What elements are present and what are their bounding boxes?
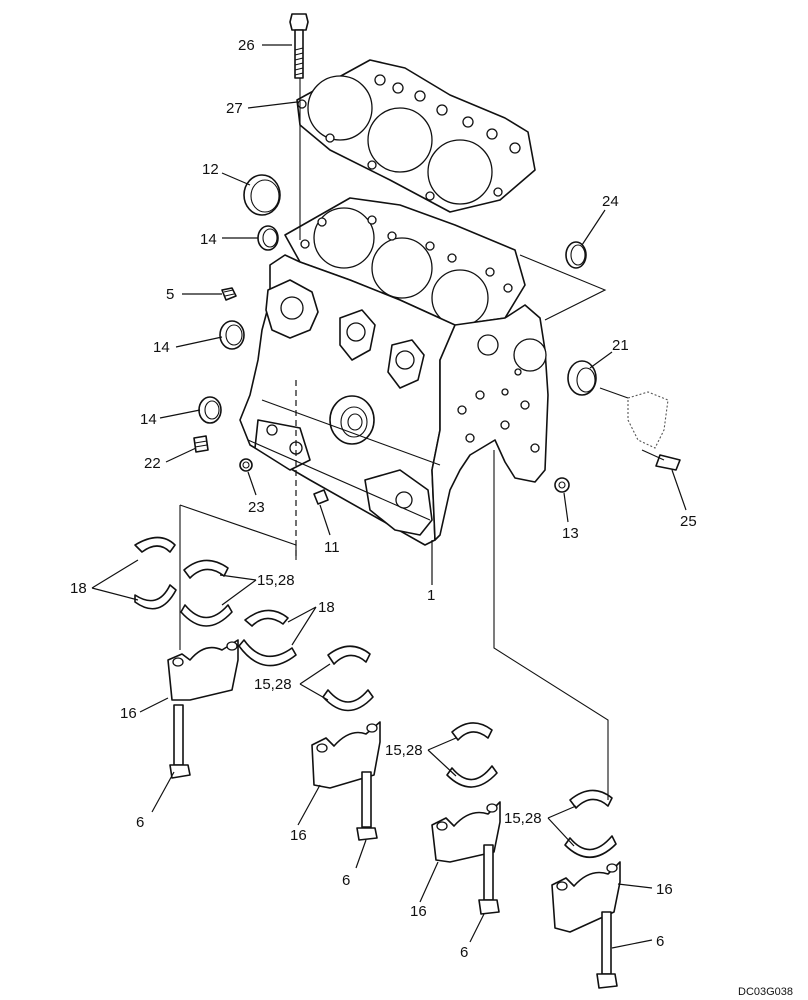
callout-22: 22 xyxy=(144,455,161,472)
callout-6-c: 6 xyxy=(460,944,468,961)
callout-11: 11 xyxy=(324,539,340,556)
bearing-cap-16-a xyxy=(167,639,239,701)
nut-23 xyxy=(239,458,253,472)
callout-21: 21 xyxy=(612,337,629,354)
callout-24: 24 xyxy=(602,193,619,210)
callout-labels: 26 27 12 14 24 5 14 21 14 22 23 25 11 13… xyxy=(70,37,793,998)
oil-seal-21 xyxy=(567,360,597,396)
plug-14-middle xyxy=(219,320,245,350)
assembly-lines xyxy=(179,78,629,800)
bearing-15-28-a xyxy=(180,559,233,627)
callout-15-28-b: 15,28 xyxy=(254,676,292,693)
bearing-15-28-b xyxy=(322,645,374,712)
cap-bolt-6-b xyxy=(356,771,378,841)
callout-1: 1 xyxy=(427,587,435,604)
nut-13 xyxy=(554,477,570,493)
leader-lines xyxy=(91,44,687,949)
callout-14-lower: 14 xyxy=(140,411,157,428)
callout-15-28-a: 15,28 xyxy=(257,572,295,589)
thrust-washer-18-left xyxy=(134,536,177,610)
head-gasket-27 xyxy=(296,59,536,213)
plug-11 xyxy=(313,489,329,505)
callout-13: 13 xyxy=(562,525,579,542)
callout-26: 26 xyxy=(238,37,255,54)
callout-14-upper: 14 xyxy=(200,231,217,248)
cap-bolt-6-d xyxy=(596,911,618,989)
callout-18-left: 18 xyxy=(70,580,87,597)
callout-25: 25 xyxy=(680,513,697,530)
bearing-15-28-c xyxy=(446,722,498,788)
plug-24 xyxy=(565,241,587,269)
plug-22 xyxy=(193,435,209,453)
bearing-15-28-d xyxy=(564,789,617,858)
bolt-25 xyxy=(627,391,681,471)
nipple-5 xyxy=(221,287,237,301)
cap-bolt-6-c xyxy=(478,844,500,915)
callout-5: 5 xyxy=(166,286,174,303)
plug-14-lower xyxy=(198,396,222,424)
bearing-cap-16-c xyxy=(431,801,501,863)
callout-6-a: 6 xyxy=(136,814,144,831)
head-bolt-26 xyxy=(289,13,309,79)
callout-16-b: 16 xyxy=(290,827,307,844)
callout-16-c: 16 xyxy=(410,903,427,920)
callout-15-28-d: 15,28 xyxy=(504,810,542,827)
callout-6-d: 6 xyxy=(656,933,664,950)
cap-bolt-6-a xyxy=(169,704,191,779)
cylinder-block-1 xyxy=(239,197,549,546)
callout-15-28-c: 15,28 xyxy=(385,742,423,759)
callout-6-b: 6 xyxy=(342,872,350,889)
callout-23: 23 xyxy=(248,499,265,516)
core-plug-12 xyxy=(243,174,281,216)
callout-16-a: 16 xyxy=(120,705,137,722)
callout-14-middle: 14 xyxy=(153,339,170,356)
callout-18-right: 18 xyxy=(318,599,335,616)
callout-27: 27 xyxy=(226,100,243,117)
plug-14-upper xyxy=(257,225,279,251)
callout-16-d: 16 xyxy=(656,881,673,898)
callout-12: 12 xyxy=(202,161,219,178)
drawing-code: DC03G038 xyxy=(738,986,793,998)
thrust-washer-18-right xyxy=(238,609,297,667)
